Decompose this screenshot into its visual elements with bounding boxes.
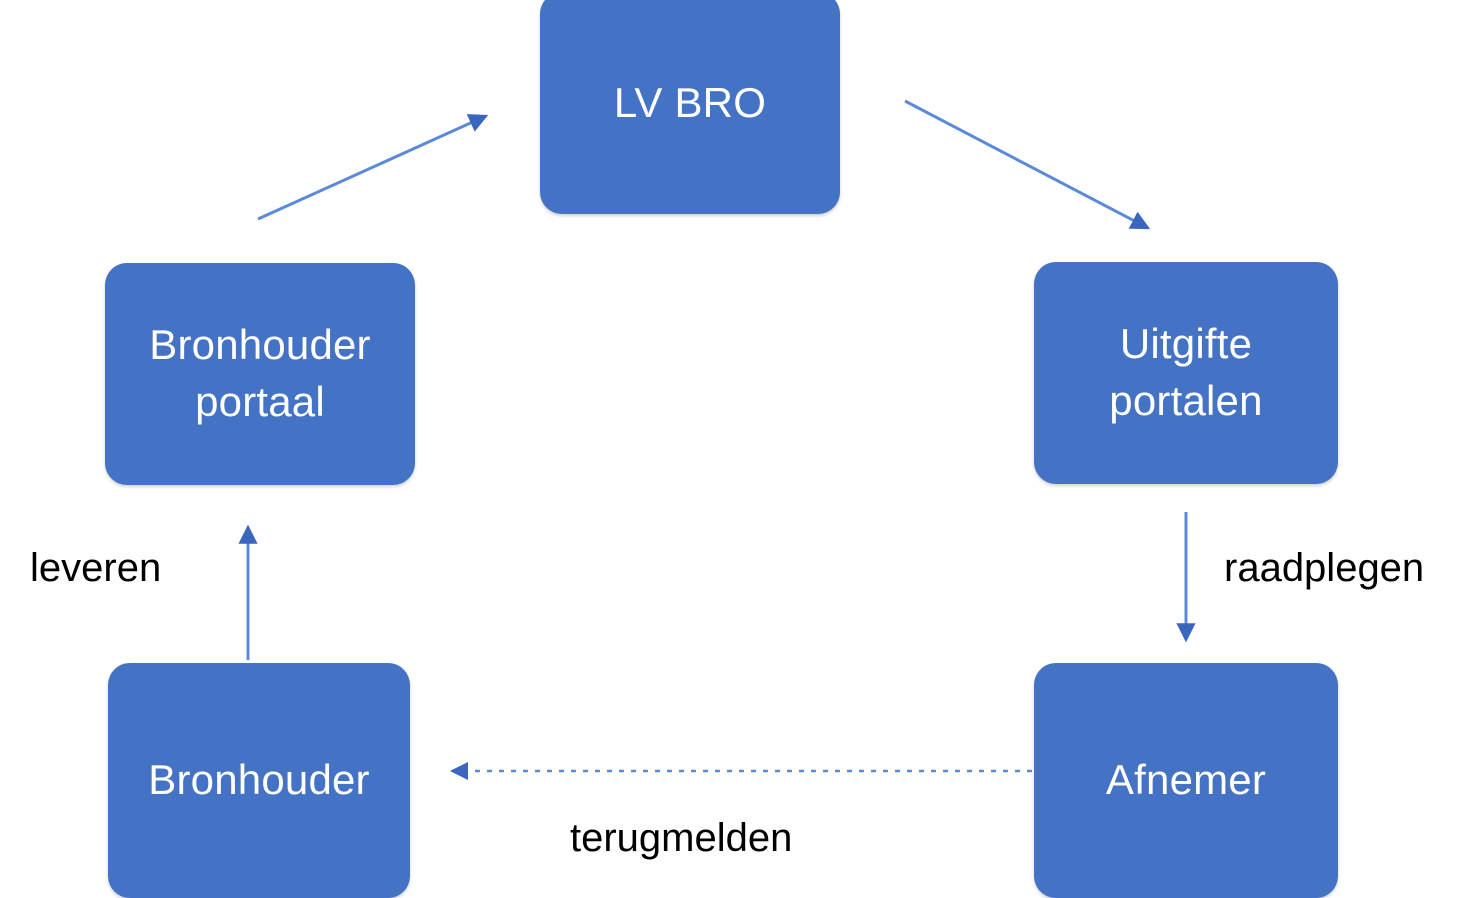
node-lv-bro-label: LV BRO: [613, 78, 767, 126]
node-bronhouder[interactable]: Bronhouder: [108, 663, 410, 898]
node-afnemer[interactable]: Afnemer: [1034, 663, 1338, 898]
node-uitgifte-portalen-label: Uitgifte portalen: [1109, 320, 1263, 424]
connector-lvbro-to-uitgifte: [904, 99, 1151, 230]
node-lv-bro[interactable]: LV BRO: [540, 0, 840, 214]
edge-label-leveren: leveren: [30, 546, 162, 590]
node-bronhouder-portaal-label: Bronhouder portaal: [149, 321, 371, 425]
node-afnemer-label: Afnemer: [1105, 756, 1267, 804]
node-bronhouder-label: Bronhouder: [148, 756, 370, 804]
connector-bronportal-to-lvbro: [257, 114, 489, 221]
node-uitgifte-portalen[interactable]: Uitgifte portalen: [1034, 262, 1338, 484]
edge-label-terugmelden: terugmelden: [570, 816, 793, 860]
edge-label-raadplegen: raadplegen: [1224, 546, 1425, 590]
node-bronhouder-portaal[interactable]: Bronhouder portaal: [105, 263, 415, 485]
